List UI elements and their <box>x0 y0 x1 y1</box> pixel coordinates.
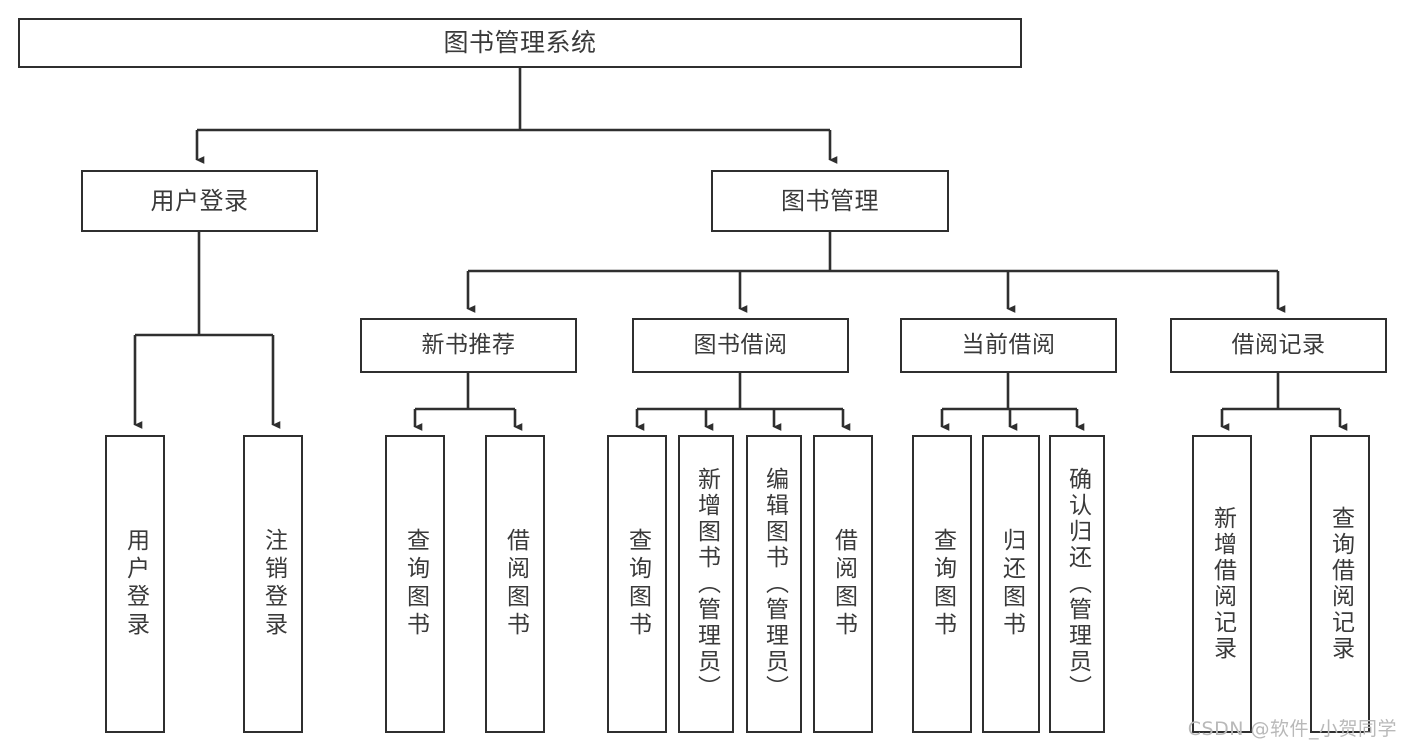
node-new-book-recommend[interactable]: 新书推荐 <box>360 318 577 373</box>
node-leaf-add-record[interactable]: 新增借阅记录 <box>1192 435 1252 733</box>
node-leaf-borrow-book-2-label: 借阅图书 <box>830 528 857 640</box>
node-leaf-borrow-book-1[interactable]: 借阅图书 <box>485 435 545 733</box>
node-leaf-confirm-return-label: 确认归还（管理员） <box>1064 467 1091 701</box>
node-leaf-add-book[interactable]: 新增图书（管理员） <box>678 435 734 733</box>
node-leaf-edit-book-label: 编辑图书（管理员） <box>761 467 788 701</box>
node-leaf-query-book-1-label: 查询图书 <box>402 528 429 640</box>
node-user-login-label: 用户登录 <box>150 186 249 215</box>
node-current-borrow[interactable]: 当前借阅 <box>900 318 1117 373</box>
node-leaf-query-record[interactable]: 查询借阅记录 <box>1310 435 1370 733</box>
node-user-login[interactable]: 用户登录 <box>81 170 318 232</box>
node-leaf-confirm-return[interactable]: 确认归还（管理员） <box>1049 435 1105 733</box>
node-book-borrow[interactable]: 图书借阅 <box>632 318 849 373</box>
node-leaf-query-book-3-label: 查询图书 <box>929 528 956 640</box>
node-borrow-record-label: 借阅记录 <box>1231 331 1326 358</box>
node-leaf-query-record-label: 查询借阅记录 <box>1327 506 1354 662</box>
node-leaf-add-book-label: 新增图书（管理员） <box>693 467 720 701</box>
node-leaf-query-book-3[interactable]: 查询图书 <box>912 435 972 733</box>
node-book-management[interactable]: 图书管理 <box>711 170 949 232</box>
node-leaf-query-book-2-label: 查询图书 <box>624 528 651 640</box>
node-leaf-query-book-1[interactable]: 查询图书 <box>385 435 445 733</box>
node-root[interactable]: 图书管理系统 <box>18 18 1022 68</box>
node-leaf-return-book-label: 归还图书 <box>998 528 1025 640</box>
node-root-label: 图书管理系统 <box>443 28 597 57</box>
node-book-management-label: 图书管理 <box>781 186 879 215</box>
node-leaf-borrow-book-2[interactable]: 借阅图书 <box>813 435 873 733</box>
node-leaf-logout-login-label: 注销登录 <box>260 528 287 640</box>
node-book-borrow-label: 图书借阅 <box>693 331 788 358</box>
node-current-borrow-label: 当前借阅 <box>961 331 1056 358</box>
node-new-book-recommend-label: 新书推荐 <box>421 331 516 358</box>
node-leaf-query-book-2[interactable]: 查询图书 <box>607 435 667 733</box>
node-leaf-borrow-book-1-label: 借阅图书 <box>502 528 529 640</box>
node-leaf-edit-book[interactable]: 编辑图书（管理员） <box>746 435 802 733</box>
node-leaf-user-login[interactable]: 用户登录 <box>105 435 165 733</box>
node-leaf-user-login-label: 用户登录 <box>122 528 149 640</box>
node-leaf-logout-login[interactable]: 注销登录 <box>243 435 303 733</box>
node-leaf-add-record-label: 新增借阅记录 <box>1209 506 1236 662</box>
node-borrow-record[interactable]: 借阅记录 <box>1170 318 1387 373</box>
csdn-watermark: CSDN @软件_小贺同学 <box>1187 718 1397 740</box>
node-leaf-return-book[interactable]: 归还图书 <box>982 435 1040 733</box>
